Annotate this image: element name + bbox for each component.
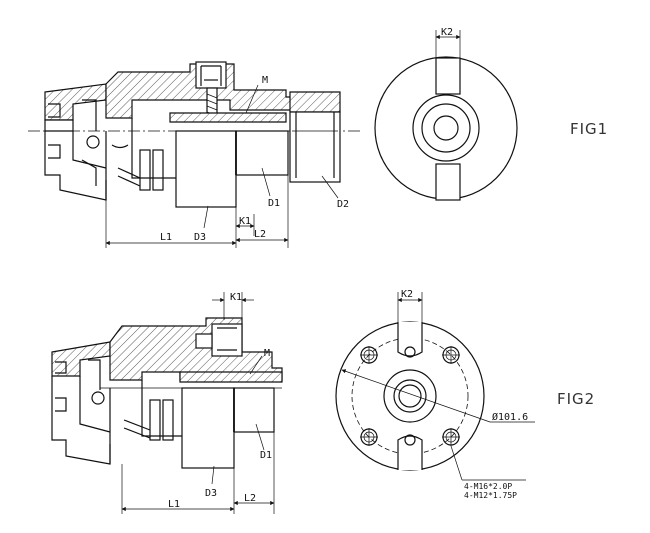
fig2-front-view: Ø101.6 K2 4-M16*2.0P 4-M12*1.75P bbox=[335, 289, 535, 500]
fig1-label-k1: K1 bbox=[239, 216, 251, 227]
fig2-label-m: M bbox=[264, 348, 270, 359]
fig2-label-k1: K1 bbox=[230, 292, 242, 303]
fig2-key-bottom bbox=[397, 435, 423, 470]
fig1-nut-upper bbox=[289, 91, 341, 113]
fig2-label-l2: L2 bbox=[244, 493, 256, 504]
fig1-label-d2: D2 bbox=[337, 199, 349, 210]
fig1-nut-lower bbox=[289, 111, 341, 183]
fig2-bore-m bbox=[179, 371, 283, 383]
fig1-drive-body-d3 bbox=[175, 130, 237, 208]
fig2-key-top bbox=[397, 322, 423, 357]
fig2-label-diameter: Ø101.6 bbox=[492, 411, 528, 423]
fig2-shank-upper bbox=[51, 341, 111, 377]
fig2-side-section: M D1 D3 K1 L1 L2 bbox=[51, 292, 283, 514]
fig1-front-key-top bbox=[435, 57, 461, 95]
fig1-title: FIG1 bbox=[570, 120, 608, 138]
fig1-side-section: M D1 D2 D3 K1 L1 L2 bbox=[28, 61, 362, 248]
fig1-label-k2: K2 bbox=[441, 27, 453, 38]
fig1-label-l1: L1 bbox=[160, 232, 172, 243]
fig2-thread-note-2: 4-M12*1.75P bbox=[464, 491, 517, 500]
fig2-body-upper bbox=[109, 317, 283, 381]
fig2-label-d3: D3 bbox=[205, 488, 217, 499]
fig2-collet-d1 bbox=[233, 387, 275, 433]
fig1-shank-upper bbox=[44, 83, 107, 121]
fig2-thread-note-1: 4-M16*2.0P bbox=[464, 482, 512, 491]
fig1-label-m: M bbox=[262, 75, 268, 86]
fig1-label-d3: D3 bbox=[194, 232, 206, 243]
fig1-label-l2: L2 bbox=[254, 229, 266, 240]
fig2-label-k2: K2 bbox=[401, 289, 413, 300]
fig2-bolt-holes bbox=[360, 346, 460, 446]
fig2-screw-head bbox=[211, 323, 243, 357]
fig1-label-d1: D1 bbox=[268, 198, 280, 209]
fig2-label-l1: L1 bbox=[168, 499, 180, 510]
fig2-label-d1: D1 bbox=[260, 450, 272, 461]
fig1-front-key-bottom bbox=[435, 163, 461, 201]
fig2-drive-body-d3 bbox=[181, 387, 235, 469]
fig1-front-view: K2 bbox=[374, 27, 518, 201]
fig1-bore-m bbox=[169, 112, 287, 123]
fig2-title: FIG2 bbox=[557, 390, 595, 408]
